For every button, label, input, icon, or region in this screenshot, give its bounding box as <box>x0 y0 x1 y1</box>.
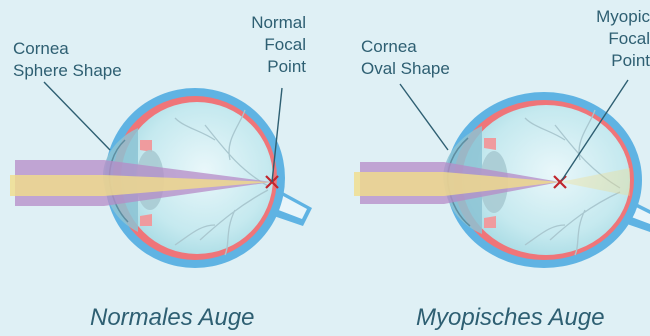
cornea-label-line1: Cornea <box>13 38 122 60</box>
caption-normal-eye: Normales Auge <box>90 304 255 332</box>
focal-label-normal: Normal Focal Point <box>222 12 306 78</box>
focal-label-line3: Point <box>566 50 650 72</box>
cornea-label-line2: Oval Shape <box>361 58 450 80</box>
cornea-leader-line <box>400 84 448 150</box>
caption-myopic-eye: Myopisches Auge <box>416 304 605 332</box>
focal-label-line3: Point <box>222 56 306 78</box>
cornea-label-line1: Cornea <box>361 36 450 58</box>
myopic-eye <box>354 80 650 268</box>
focal-label-line1: Normal <box>222 12 306 34</box>
cornea-label-normal: Cornea Sphere Shape <box>13 38 122 82</box>
cornea-leader-line <box>44 82 110 150</box>
focal-label-line2: Focal <box>222 34 306 56</box>
normal-eye <box>10 82 312 268</box>
focal-label-line2: Focal <box>566 28 650 50</box>
focal-label-myopic: Myopic Focal Point <box>566 6 650 72</box>
cornea-label-line2: Sphere Shape <box>13 60 122 82</box>
focal-label-line1: Myopic <box>566 6 650 28</box>
cornea-label-myopic: Cornea Oval Shape <box>361 36 450 80</box>
iris <box>484 138 496 150</box>
